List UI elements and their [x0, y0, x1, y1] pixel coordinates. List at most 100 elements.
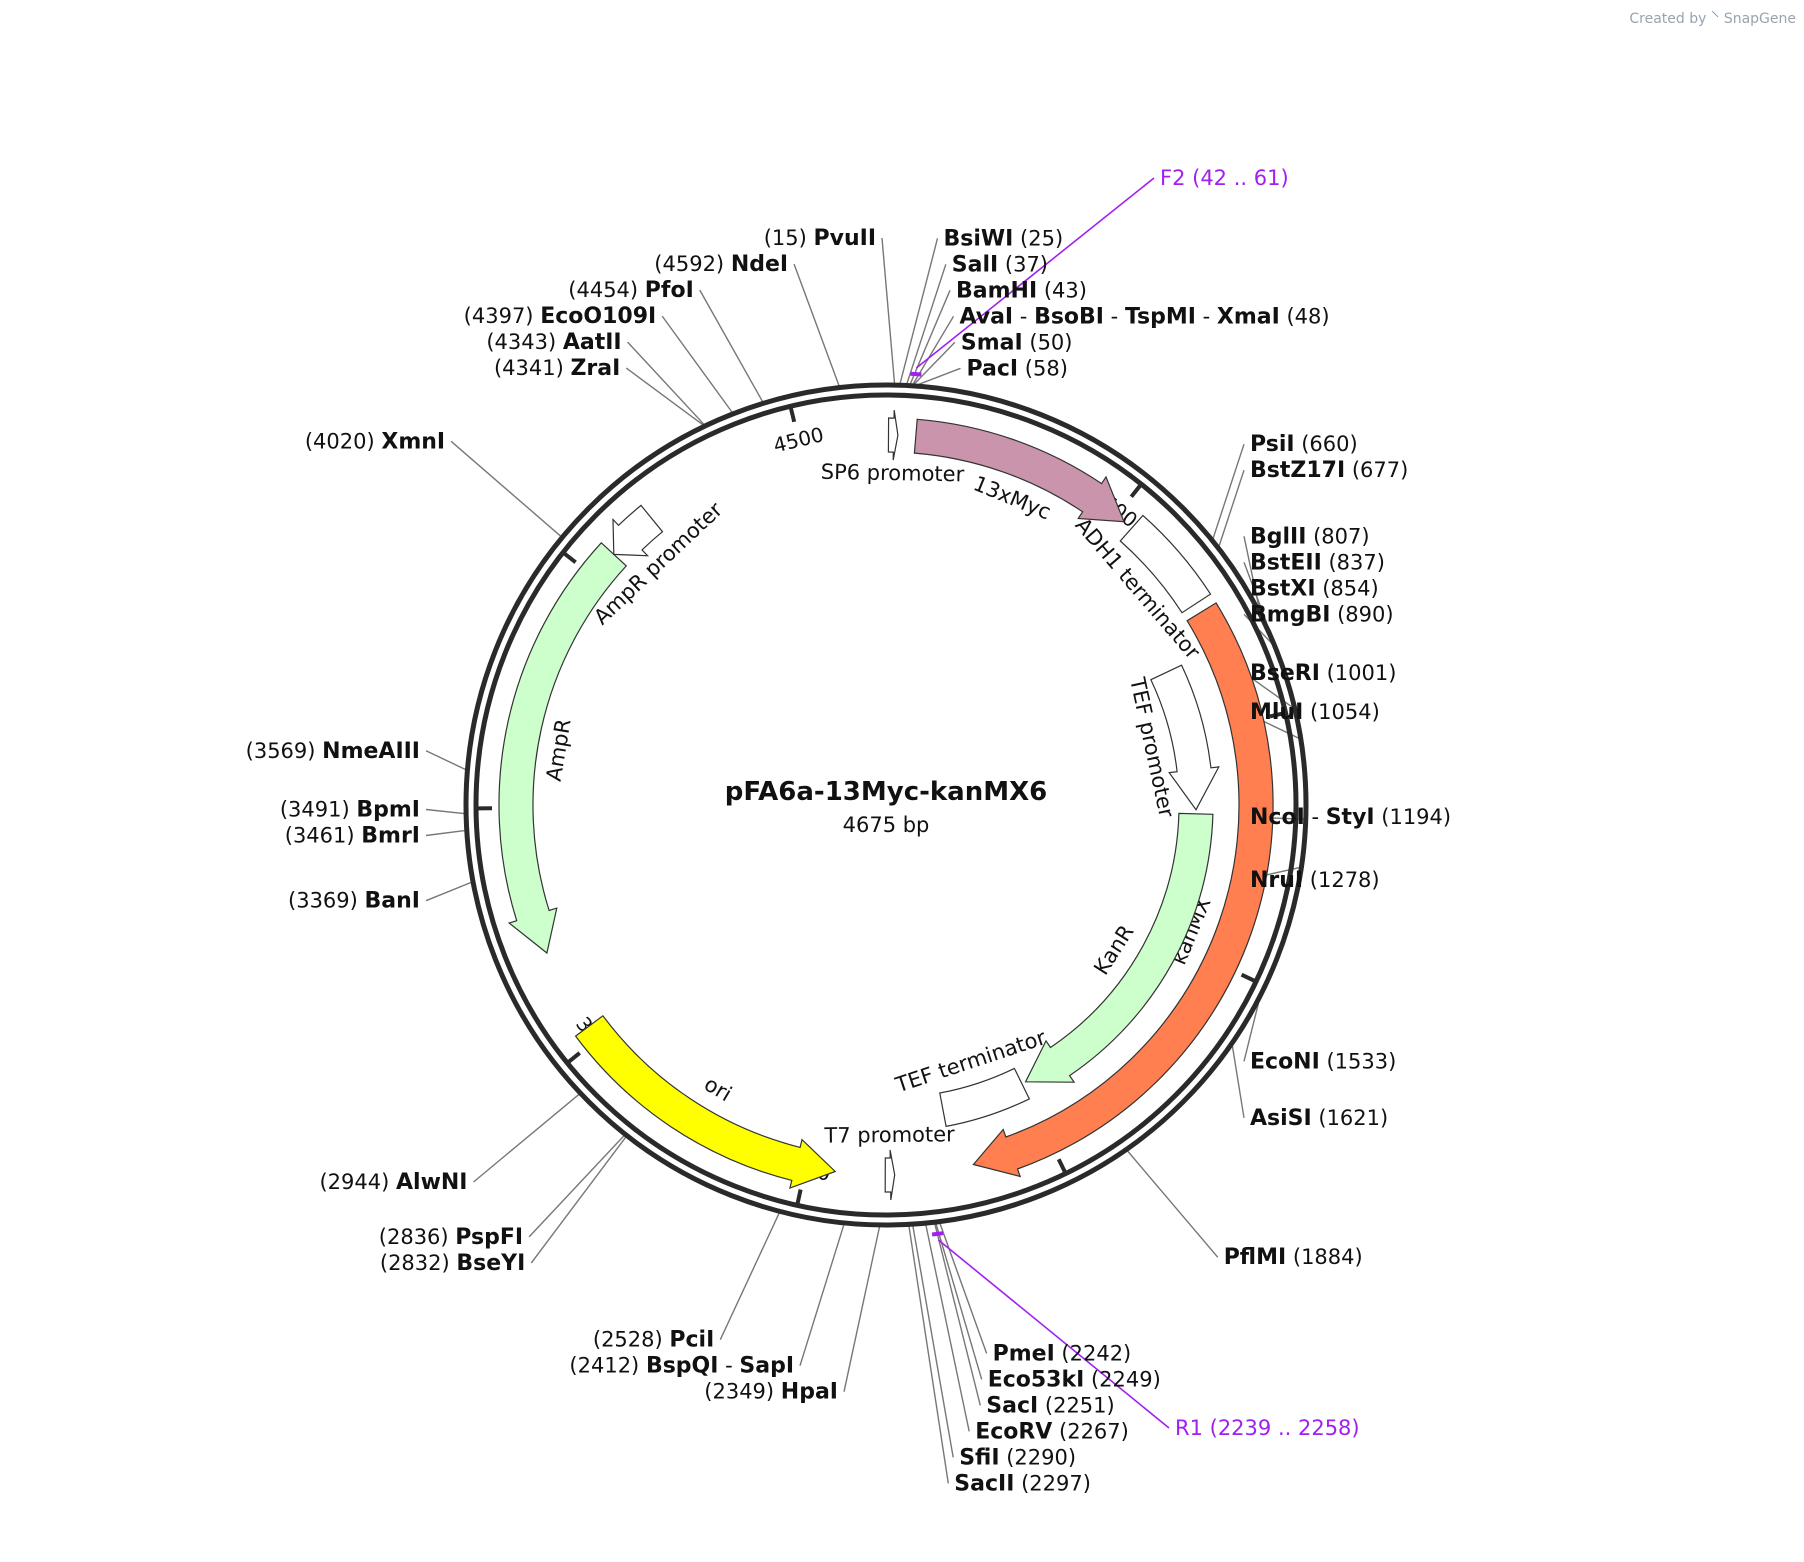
site-label-bstz17i[interactable]: BstZ17I (677) — [1250, 458, 1408, 483]
leader-xmni — [450, 440, 562, 537]
site-label-sacii[interactable]: SacII (2297) — [954, 1471, 1091, 1496]
site-label-ecorv[interactable]: EcoRV (2267) — [975, 1419, 1129, 1444]
feature-13xmyc — [913, 418, 1125, 523]
site-pos-25: (25) — [1013, 226, 1063, 250]
site-label-pfoi[interactable]: (4454) PfoI — [568, 278, 694, 303]
site-label-bamhi[interactable]: BamHI (43) — [956, 278, 1087, 303]
site-pos-4592: (4592) — [654, 252, 731, 276]
leader-pcii — [719, 1212, 780, 1340]
leader-sfii — [912, 1225, 954, 1458]
site-label-hpai[interactable]: (2349) HpaI — [704, 1380, 838, 1405]
snapgene-watermark: Created by ⸌ SnapGene — [1629, 5, 1796, 28]
leader-ecorv — [925, 1224, 970, 1432]
site-label-psii[interactable]: PsiI (660) — [1250, 432, 1358, 457]
site-name-alwni: AlwNI — [396, 1170, 468, 1195]
site-label-pvuii[interactable]: (15) PvuII — [764, 226, 876, 251]
site-label-bspqi-sapi[interactable]: (2412) BspQI - SapI — [569, 1354, 794, 1379]
site-label-bseri[interactable]: BseRI (1001) — [1250, 661, 1396, 686]
site-name-tspmi: TspMI — [1125, 304, 1196, 329]
site-name-zrai: ZraI — [570, 356, 620, 381]
site-label-pflmi[interactable]: PflMI (1884) — [1224, 1245, 1363, 1270]
site-pos-2832: (2832) — [380, 1251, 457, 1275]
site-pos-2412: (2412) — [569, 1354, 646, 1378]
site-label-ncoi-styi[interactable]: NcoI - StyI (1194) — [1250, 805, 1451, 830]
leader-hpai — [843, 1226, 881, 1392]
site-name-xmai: XmaI — [1217, 304, 1280, 329]
site-label-bani[interactable]: (3369) BanI — [288, 889, 420, 914]
site-label-zrai[interactable]: (4341) ZraI — [494, 356, 620, 381]
site-sep: - — [1305, 805, 1326, 829]
site-label-alwni[interactable]: (2944) AlwNI — [319, 1170, 467, 1195]
site-label-xmni[interactable]: (4020) XmnI — [305, 429, 445, 454]
site-pos-854: (854) — [1316, 576, 1379, 600]
site-label-paci[interactable]: PacI (58) — [967, 356, 1068, 381]
site-name-pvuii: PvuII — [814, 226, 877, 251]
site-label-bmri[interactable]: (3461) BmrI — [285, 824, 420, 849]
site-label-asisi[interactable]: AsiSI (1621) — [1250, 1106, 1388, 1131]
site-label-avai-bsobi-tspmi-xmai[interactable]: AvaI - BsoBI - TspMI - XmaI (48) — [960, 304, 1330, 329]
site-pos-2251: (2251) — [1038, 1393, 1115, 1417]
site-name-paci: PacI — [967, 356, 1019, 381]
site-name-bglii: BglII — [1250, 524, 1306, 549]
site-label-smai[interactable]: SmaI (50) — [961, 330, 1073, 355]
site-label-nmeaiii[interactable]: (3569) NmeAIII — [246, 739, 420, 764]
leader-bspqi-sapi — [799, 1224, 845, 1366]
site-pos-37: (37) — [998, 252, 1048, 276]
site-pos-2249: (2249) — [1084, 1367, 1161, 1391]
site-label-ecoo109i[interactable]: (4397) EcoO109I — [464, 304, 657, 329]
site-label-bglii[interactable]: BglII (807) — [1250, 524, 1370, 549]
site-name-bani: BanI — [365, 889, 420, 914]
site-label-bstxi[interactable]: BstXI (854) — [1250, 576, 1379, 601]
site-label-bpmi[interactable]: (3491) BpmI — [280, 798, 420, 823]
site-label-bsteii[interactable]: BstEII (837) — [1250, 550, 1385, 575]
site-label-eco53ki[interactable]: Eco53kI (2249) — [988, 1367, 1161, 1392]
site-sep: - — [1104, 304, 1125, 328]
feature-label-ori: ori — [700, 1072, 736, 1107]
site-name-sali: SalI — [952, 252, 998, 277]
site-label-sali[interactable]: SalI (37) — [952, 252, 1048, 277]
site-label-pmei[interactable]: PmeI (2242) — [993, 1341, 1132, 1366]
site-name-aatii: AatII — [563, 330, 622, 355]
feature-label-t7-promoter: T7 promoter — [823, 1122, 955, 1147]
site-label-pcii[interactable]: (2528) PciI — [593, 1328, 714, 1353]
site-name-sapi: SapI — [739, 1354, 794, 1379]
site-label-nrui[interactable]: NruI (1278) — [1250, 868, 1380, 893]
feature-label-sp6-promoter: SP6 promoter — [821, 460, 965, 487]
site-name-bstz17i: BstZ17I — [1250, 458, 1345, 483]
leader-zrai — [625, 367, 704, 426]
site-label-bmgbi[interactable]: BmgBI (890) — [1250, 602, 1394, 627]
leader-nmeaiii — [425, 750, 466, 771]
site-name-nrui: NruI — [1250, 868, 1303, 893]
primer-label-f2[interactable]: F2 (42 .. 61) — [1160, 166, 1289, 190]
site-label-saci[interactable]: SacI (2251) — [986, 1393, 1114, 1418]
site-label-bseyi[interactable]: (2832) BseYI — [380, 1251, 525, 1276]
site-name-bpmi: BpmI — [356, 798, 420, 823]
site-pos-1054: (1054) — [1303, 700, 1380, 724]
site-name-sacii: SacII — [954, 1471, 1014, 1496]
site-pos-2528: (2528) — [593, 1328, 670, 1352]
site-label-ndei[interactable]: (4592) NdeI — [654, 252, 788, 277]
site-label-mlui[interactable]: MluI (1054) — [1250, 700, 1380, 725]
site-name-pflmi: PflMI — [1224, 1245, 1287, 1270]
site-label-pspfi[interactable]: (2836) PspFI — [379, 1225, 523, 1250]
site-pos-4397: (4397) — [464, 304, 541, 328]
site-pos-2290: (2290) — [1000, 1445, 1077, 1469]
feature-ampr — [498, 541, 628, 955]
site-pos-4454: (4454) — [568, 278, 645, 302]
primer-label-r1[interactable]: R1 (2239 .. 2258) — [1175, 1416, 1360, 1440]
leader-alwni — [473, 1093, 580, 1183]
site-label-aatii[interactable]: (4343) AatII — [486, 330, 621, 355]
tick-4000 — [563, 552, 577, 564]
leader-eco53ki — [935, 1223, 983, 1380]
leader-ecoo109i — [661, 315, 733, 413]
site-name-bsteii: BstEII — [1250, 550, 1322, 575]
feature-adh1-terminator — [1119, 514, 1212, 614]
leader-bstz17i — [1218, 469, 1245, 547]
site-label-sfii[interactable]: SfiI (2290) — [959, 1445, 1076, 1470]
site-label-econi[interactable]: EcoNI (1533) — [1250, 1049, 1396, 1074]
site-label-bsiwi[interactable]: BsiWI (25) — [944, 226, 1064, 251]
tick-500 — [1129, 484, 1142, 498]
primer-marks: F2 (42 .. 61) R1 (2239 .. 2258) — [910, 166, 1360, 1440]
